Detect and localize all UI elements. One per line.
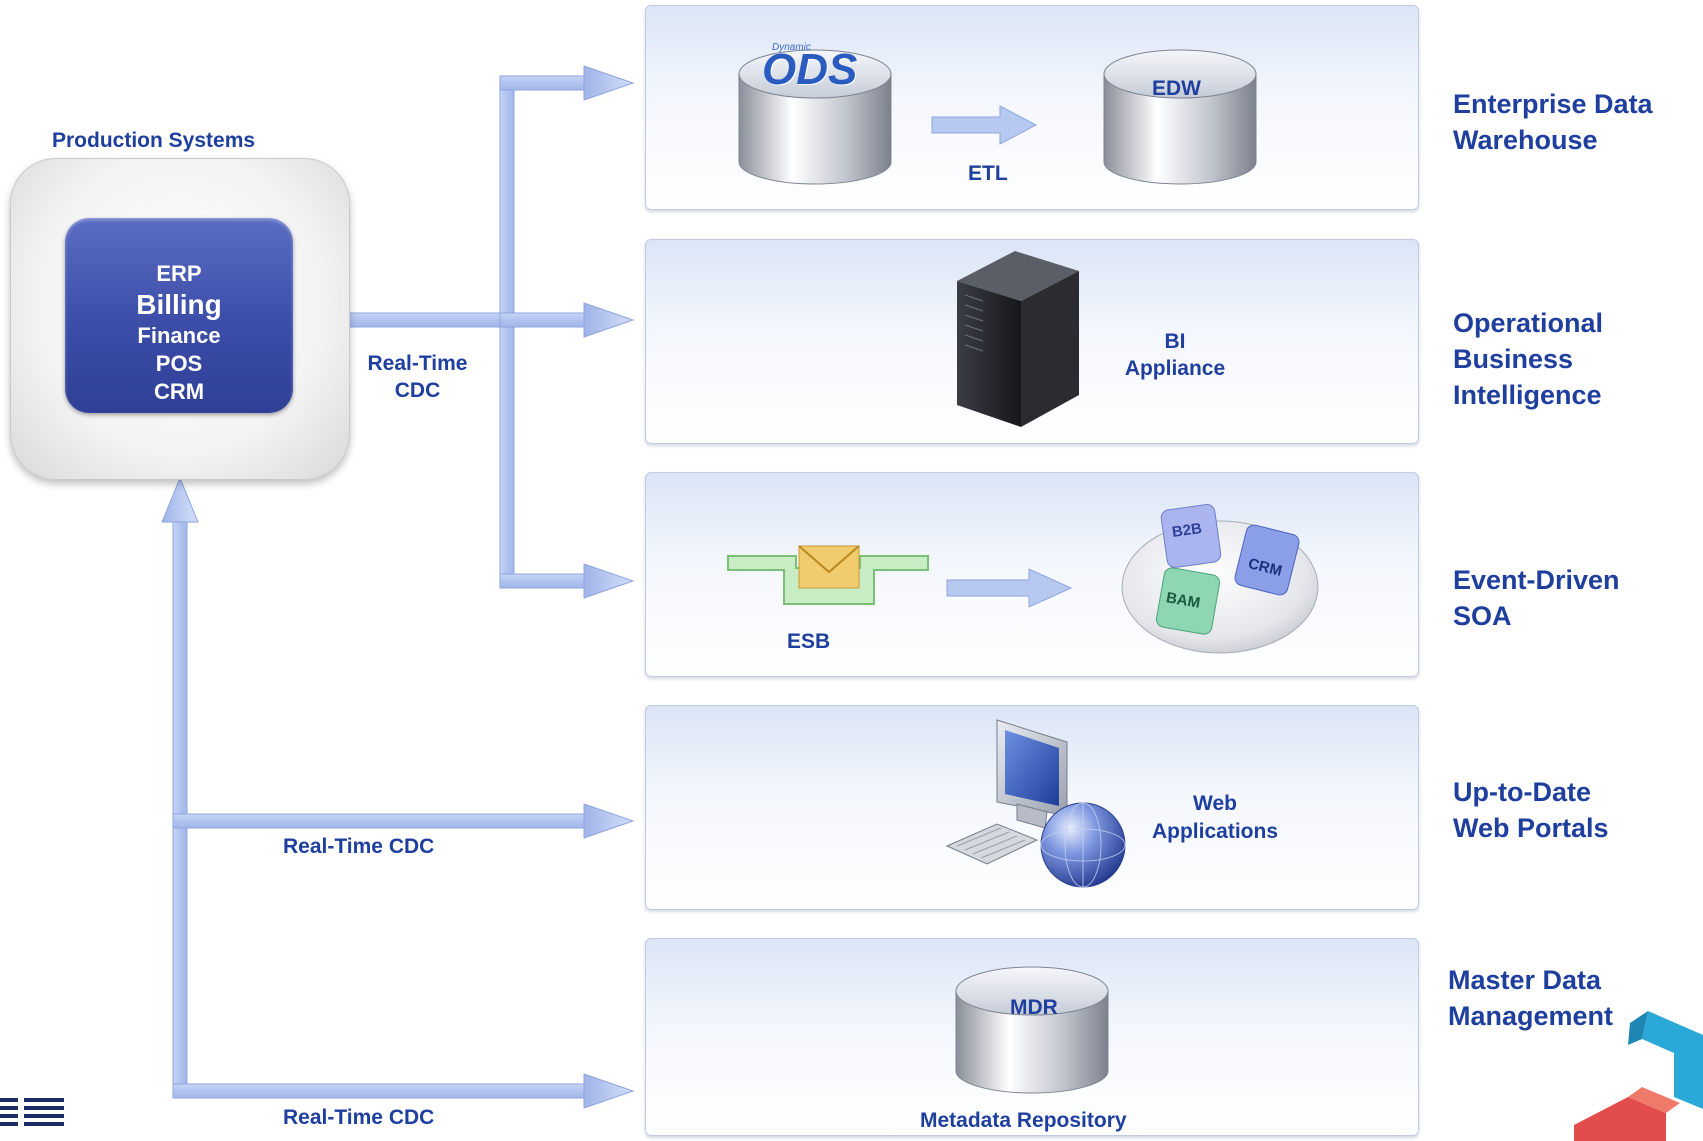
metadata-repository-label: Metadata Repository [920, 1109, 1127, 1132]
arrowhead-up [161, 476, 199, 523]
system-billing: Billing [136, 289, 222, 320]
soa-arrow-icon [946, 568, 1073, 608]
computer-icon [945, 719, 1068, 865]
mdr-label: MDR [1010, 996, 1058, 1019]
connector-left-bus [172, 519, 188, 1091]
database-icon [738, 49, 892, 185]
ods-logo-small: Dynamic [772, 42, 811, 53]
etl-label: ETL [968, 162, 1008, 185]
connector-soa [499, 573, 586, 589]
server-icon [957, 251, 1079, 427]
edw-label: EDW [1152, 77, 1201, 100]
tile-bam [1155, 567, 1221, 635]
production-title: Production Systems [52, 129, 256, 152]
arrowhead-edw [583, 65, 635, 101]
database-icon [1103, 49, 1257, 185]
arrowhead-soa [583, 563, 635, 599]
arrowhead-web [583, 803, 635, 839]
cdc-label-upper: Real-Time CDC [367, 352, 468, 402]
arrowhead-mdm [583, 1073, 635, 1109]
connector-web [172, 813, 586, 829]
system-finance: Finance [137, 323, 221, 348]
arrowhead-obi [583, 302, 635, 338]
category-mdm: Master Data Management [1448, 965, 1614, 1031]
logo-icon [1574, 1011, 1703, 1141]
bi-appliance-label: BI Appliance [1124, 330, 1226, 380]
connector-mdm [172, 1083, 586, 1099]
connector-edw [499, 75, 586, 91]
category-obi: Operational Business Intelligence [1453, 308, 1604, 410]
category-web: Up-to-Date Web Portals [1453, 777, 1609, 843]
soa-services-icon [1121, 504, 1319, 654]
etl-arrow-icon [931, 105, 1038, 145]
system-pos: POS [155, 351, 203, 376]
connector-prod-to-bus [342, 312, 507, 328]
connector-bus [499, 81, 515, 583]
production-systems-list: ERP Billing Finance POS CRM [65, 218, 293, 413]
web-applications-label: Web Applications [1151, 792, 1278, 843]
system-crm: CRM [153, 379, 205, 404]
logo-icon [0, 1098, 64, 1126]
envelope-icon [798, 545, 860, 589]
cdc-label-mdm: Real-Time CDC [283, 1106, 435, 1129]
tile-crm [1234, 524, 1300, 596]
globe-icon [1040, 802, 1126, 888]
tile-b2b [1160, 504, 1222, 568]
cdc-label-web: Real-Time CDC [283, 835, 435, 858]
category-soa: Event-Driven SOA [1453, 565, 1620, 631]
esb-label: ESB [787, 630, 831, 653]
system-erp: ERP [156, 261, 202, 286]
ods-logo: ODS [762, 45, 858, 94]
category-edw: Enterprise Data Warehouse [1453, 89, 1653, 155]
database-icon [955, 966, 1109, 1094]
connector-obi [499, 312, 586, 328]
